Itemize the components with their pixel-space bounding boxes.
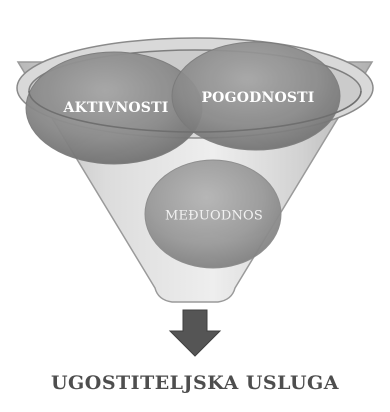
funnel-item-meduodnos-label: MEĐUODNOS [165,209,263,224]
funnel-item-aktivnosti-label: AKTIVNOSTI [63,100,169,116]
result-caption: UGOSTITELJSKA USLUGA [0,372,390,394]
funnel-item-pogodnosti-label: POGODNOSTI [201,90,314,106]
arrow-down-icon [170,310,220,356]
funnel-item-meduodnos: MEĐUODNOS [145,160,281,268]
funnel-item-pogodnosti: POGODNOSTI [172,42,340,150]
